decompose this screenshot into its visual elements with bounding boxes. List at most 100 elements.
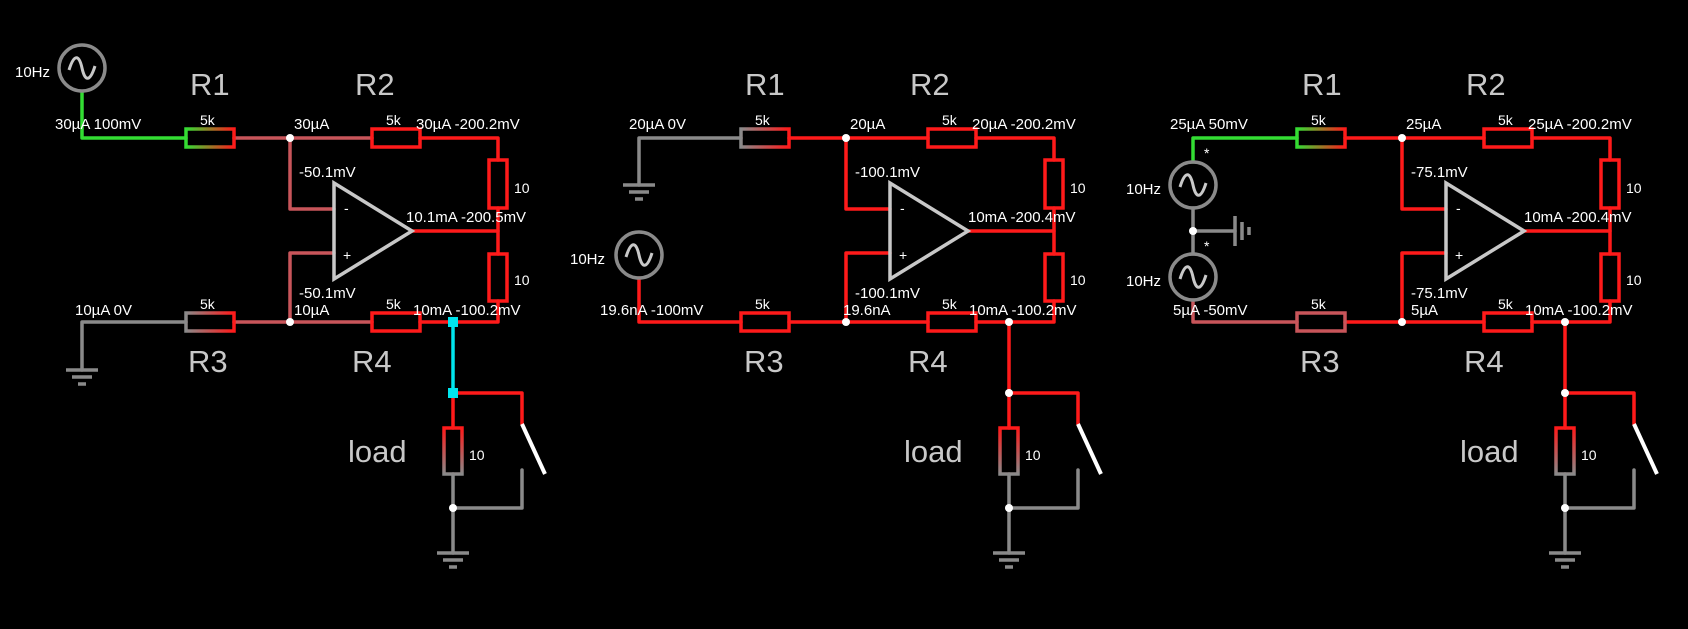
resistor-rf-bottom[interactable] bbox=[1599, 252, 1621, 303]
annotation-input-top: 30µA 100mV bbox=[55, 116, 141, 133]
annotation-node-top: 25µA bbox=[1406, 116, 1441, 133]
annotation-plus-voltage: -50.1mV bbox=[299, 285, 356, 302]
wire-r2-out[interactable] bbox=[418, 136, 500, 162]
wire-rf-bottom[interactable] bbox=[418, 299, 500, 324]
wire-node-plus[interactable] bbox=[288, 251, 336, 324]
opamp[interactable] bbox=[332, 179, 416, 283]
r3-value: 5k bbox=[200, 296, 216, 312]
label-r2: R2 bbox=[1466, 67, 1506, 102]
annotation-opamp-out: 10.1mA -200.5mV bbox=[406, 209, 526, 226]
resistor-r4[interactable] bbox=[926, 311, 978, 333]
sine-icon bbox=[67, 56, 97, 80]
switch[interactable] bbox=[1632, 423, 1659, 475]
polarity-star-bottom: * bbox=[1204, 238, 1210, 254]
wire-source-r3[interactable] bbox=[637, 276, 743, 324]
resistor-r1[interactable] bbox=[184, 127, 236, 149]
resistor-rf-top[interactable] bbox=[487, 158, 509, 210]
resistor-rf-bottom[interactable] bbox=[487, 252, 509, 303]
ground-icon bbox=[66, 368, 98, 386]
resistor-rf-top[interactable] bbox=[1599, 158, 1621, 210]
resistor-r2[interactable] bbox=[926, 127, 978, 149]
ac-source[interactable] bbox=[57, 43, 107, 93]
wire-node-minus[interactable] bbox=[1400, 136, 1448, 211]
load-value: 10 bbox=[1025, 447, 1041, 463]
selection-handles[interactable] bbox=[448, 317, 458, 398]
ac-source-bottom[interactable] bbox=[1168, 252, 1218, 302]
wire-node-minus[interactable] bbox=[288, 136, 336, 211]
resistor-r4[interactable] bbox=[1482, 311, 1534, 333]
wire-node-minus[interactable] bbox=[844, 136, 892, 211]
wire-input-positive[interactable] bbox=[80, 90, 188, 140]
r3-value: 5k bbox=[1311, 296, 1327, 312]
wire-switch-bottom[interactable] bbox=[1563, 468, 1636, 510]
resistor-r2[interactable] bbox=[1482, 127, 1534, 149]
r2-value: 5k bbox=[942, 112, 958, 128]
ground-icon bbox=[1233, 216, 1251, 246]
r4-value: 5k bbox=[1498, 296, 1514, 312]
opamp-plus-sign: + bbox=[899, 247, 907, 263]
annotation-plus-voltage: -75.1mV bbox=[1411, 285, 1468, 302]
resistor-r1[interactable] bbox=[1295, 127, 1347, 149]
annotation-opamp-out: 10mA -200.4mV bbox=[968, 209, 1076, 226]
annotation-node-bottom: 5µA bbox=[1411, 302, 1438, 319]
junction-dots bbox=[842, 134, 1013, 512]
resistor-r3[interactable] bbox=[739, 311, 791, 333]
source-frequency-bottom: 10Hz bbox=[1126, 273, 1161, 290]
annotation-node-bottom: 10µA bbox=[294, 302, 329, 319]
wire-switch-top[interactable] bbox=[451, 391, 524, 426]
ground-icon bbox=[993, 551, 1025, 569]
wire-r2-out[interactable] bbox=[1530, 136, 1612, 162]
wire-switch-top[interactable] bbox=[1007, 391, 1080, 426]
wire-rf-bottom[interactable] bbox=[1530, 299, 1612, 324]
source-frequency: 10Hz bbox=[570, 251, 605, 268]
label-r3: R3 bbox=[188, 344, 228, 379]
label-r1: R1 bbox=[190, 67, 230, 102]
sine-icon bbox=[624, 243, 654, 267]
resistor-r4[interactable] bbox=[370, 311, 422, 333]
label-r4: R4 bbox=[908, 344, 948, 379]
resistor-r1[interactable] bbox=[739, 127, 791, 149]
ac-source[interactable] bbox=[614, 230, 664, 280]
annotation-minus-voltage: -50.1mV bbox=[299, 164, 356, 181]
label-r2: R2 bbox=[355, 67, 395, 102]
wire-r3-ground[interactable] bbox=[80, 320, 188, 372]
wire-switch-top[interactable] bbox=[1563, 391, 1636, 426]
wire-input-positive[interactable] bbox=[1191, 136, 1299, 164]
resistor-load[interactable] bbox=[1554, 426, 1576, 476]
ac-source-top[interactable] bbox=[1168, 160, 1218, 210]
ground-icon bbox=[437, 551, 469, 569]
circuit-2: - + R1 R2 R3 R4 load 10Hz 5k 5k 5k 5k 10… bbox=[570, 67, 1103, 569]
opamp[interactable] bbox=[888, 179, 972, 283]
annotation-node-bottom: 19.6nA bbox=[843, 302, 891, 319]
label-load: load bbox=[904, 434, 963, 469]
wire-input-ground[interactable] bbox=[637, 136, 743, 187]
annotation-input-top: 25µA 50mV bbox=[1170, 116, 1248, 133]
wire-rf-bottom[interactable] bbox=[974, 299, 1056, 324]
r3-value: 5k bbox=[755, 296, 771, 312]
resistor-load[interactable] bbox=[998, 426, 1020, 476]
opamp[interactable] bbox=[1444, 179, 1528, 283]
resistor-r2[interactable] bbox=[370, 127, 422, 149]
switch[interactable] bbox=[520, 423, 547, 475]
r2-value: 5k bbox=[386, 112, 402, 128]
resistor-rf-bottom[interactable] bbox=[1043, 252, 1065, 303]
annotation-input-bottom: 5µA -50mV bbox=[1173, 302, 1248, 319]
wire-node-plus[interactable] bbox=[844, 251, 892, 324]
wire-r2-out[interactable] bbox=[974, 136, 1056, 162]
rf-bottom-value: 10 bbox=[1070, 272, 1086, 288]
resistor-r3[interactable] bbox=[184, 311, 236, 333]
label-r1: R1 bbox=[1302, 67, 1342, 102]
resistor-rf-top[interactable] bbox=[1043, 158, 1065, 210]
annotation-out-bottom: 10mA -100.2mV bbox=[1525, 302, 1633, 319]
wire-switch-bottom[interactable] bbox=[1007, 468, 1080, 510]
wire-switch-bottom[interactable] bbox=[451, 468, 524, 510]
wire-node-plus[interactable] bbox=[1400, 251, 1448, 324]
resistor-load[interactable] bbox=[442, 426, 464, 476]
label-r2: R2 bbox=[910, 67, 950, 102]
load-value: 10 bbox=[469, 447, 485, 463]
wire-source-r3[interactable] bbox=[1191, 298, 1299, 324]
resistor-r3[interactable] bbox=[1295, 311, 1347, 333]
switch[interactable] bbox=[1076, 423, 1103, 475]
